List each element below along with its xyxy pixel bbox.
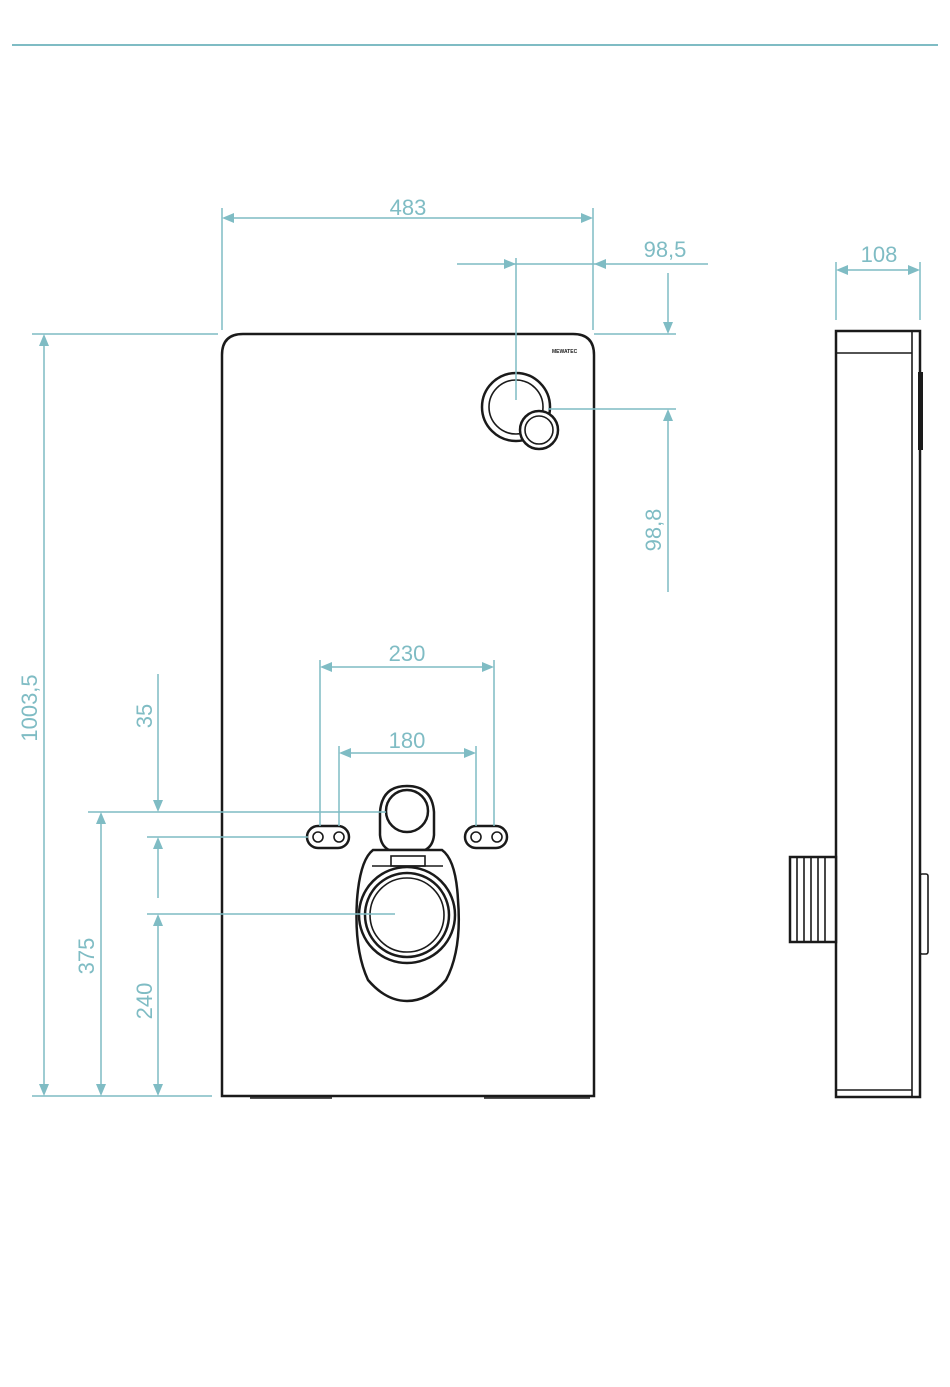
dim-fixing-gap: 35	[132, 704, 157, 728]
fixing-bolt-right-icon	[465, 826, 507, 848]
waste-outlet-icon	[356, 850, 458, 1001]
dim-depth: 108	[861, 242, 898, 267]
brand-logo: MEWATEC	[552, 349, 578, 355]
water-inlet-icon	[380, 786, 434, 850]
side-view	[790, 331, 928, 1097]
side-outlet-icon	[790, 857, 836, 942]
dim-button-offset-y: 98,8	[641, 509, 666, 552]
dim-fixing-outer: 230	[389, 641, 426, 666]
fixing-bolt-left-icon	[307, 826, 349, 848]
side-panel	[836, 331, 920, 1097]
dim-fixing-height: 375	[74, 938, 99, 975]
dim-fixing-inner: 180	[389, 728, 426, 753]
dim-width: 483	[390, 195, 427, 220]
dim-outlet-height: 240	[132, 983, 157, 1020]
front-view: MEWATEC	[222, 334, 594, 1098]
dim-height: 1003,5	[17, 674, 42, 741]
dim-button-offset-x: 98,5	[644, 237, 687, 262]
